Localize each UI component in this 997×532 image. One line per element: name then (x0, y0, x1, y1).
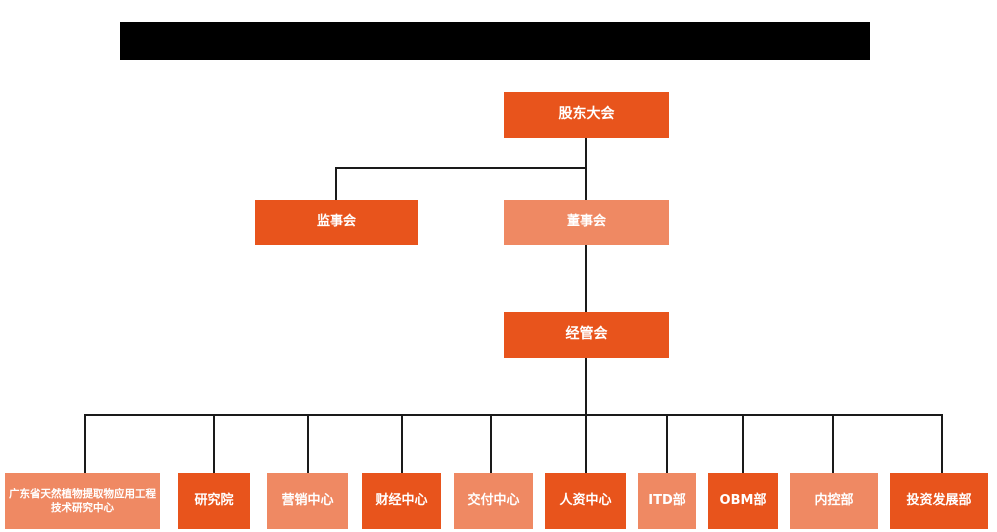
connector-to-supervisory-board (335, 167, 337, 201)
dept-marketing-center[interactable]: 营销中心 (267, 473, 348, 529)
redacted-title-banner (120, 22, 870, 60)
dept-hr-center[interactable]: 人资中心 (545, 473, 626, 529)
department-bus-line (85, 414, 943, 416)
dept-gd-plant-extract-center[interactable]: 广东省天然植物提取物应用工程技术研究中心 (5, 473, 160, 529)
drop-delivery-center (490, 414, 492, 473)
dept-delivery-center[interactable]: 交付中心 (454, 473, 533, 529)
drop-obm-department (742, 414, 744, 473)
dept-research-institute[interactable]: 研究院 (178, 473, 250, 529)
dept-obm-department[interactable]: OBM部 (708, 473, 778, 529)
drop-investment-dev-dept (941, 414, 943, 473)
connector-board-to-management (585, 245, 587, 313)
drop-internal-control-dept (832, 414, 834, 473)
connector-to-board-of-directors (585, 167, 587, 201)
drop-research-institute (213, 414, 215, 473)
drop-finance-center (401, 414, 403, 473)
drop-hr-center (585, 414, 587, 473)
connector-l1-down (585, 138, 587, 168)
drop-marketing-center (307, 414, 309, 473)
connector-management-to-bus (585, 358, 587, 416)
node-board-of-directors[interactable]: 董事会 (504, 200, 669, 245)
dept-investment-dev-dept[interactable]: 投资发展部 (890, 473, 988, 529)
department-row: 广东省天然植物提取物应用工程技术研究中心 研究院 营销中心 财经中心 交付中心 … (0, 473, 997, 529)
drop-gd-plant-extract-center (84, 414, 86, 473)
drop-itd-department (666, 414, 668, 473)
connector-l1-horizontal (335, 167, 587, 169)
dept-finance-center[interactable]: 财经中心 (362, 473, 441, 529)
dept-itd-department[interactable]: ITD部 (638, 473, 696, 529)
dept-internal-control-dept[interactable]: 内控部 (790, 473, 878, 529)
node-management-committee[interactable]: 经管会 (504, 312, 669, 358)
node-shareholders-meeting[interactable]: 股东大会 (504, 92, 669, 138)
node-supervisory-board[interactable]: 监事会 (255, 200, 418, 245)
